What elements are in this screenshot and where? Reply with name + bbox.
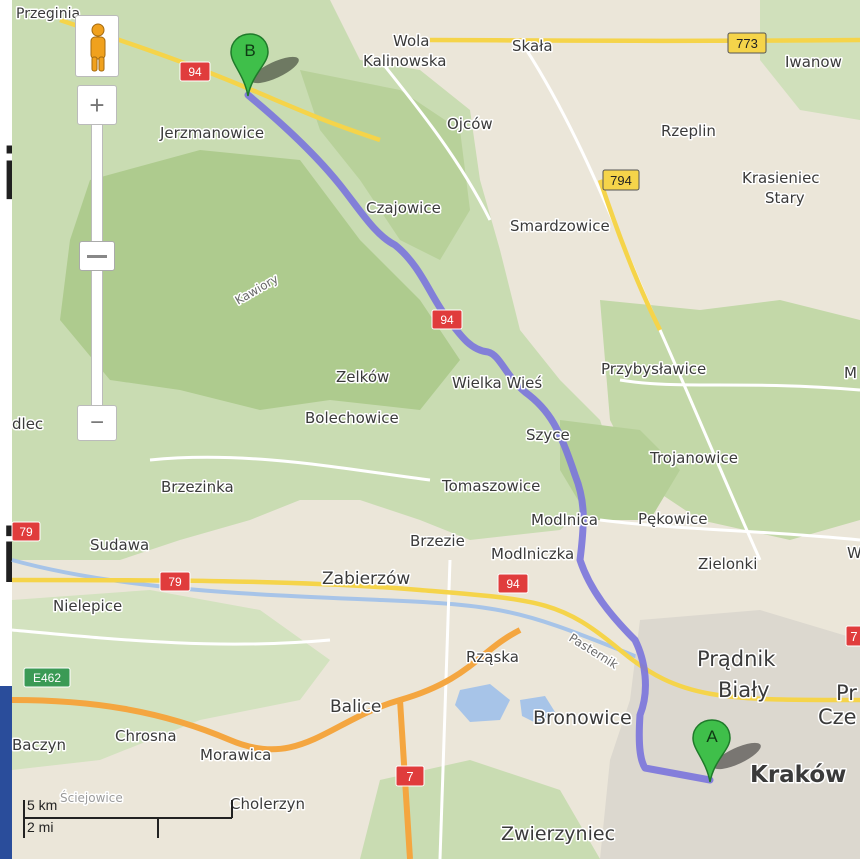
place-label: Zelków <box>336 368 389 386</box>
road-shields: 773 94 794 94 79 79 <box>11 32 860 787</box>
place-label: Kalinowska <box>363 52 446 70</box>
slider-grip-icon <box>87 254 107 258</box>
zoom-slider-handle[interactable] <box>79 241 115 271</box>
svg-text:7: 7 <box>850 629 857 644</box>
scale-bar-lines <box>23 800 233 838</box>
map-pin-icon: A <box>692 719 761 783</box>
street-view-pegman-button[interactable] <box>75 15 119 77</box>
forest-area <box>560 420 680 520</box>
place-label: Prądnik <box>697 647 776 671</box>
minus-icon: − <box>89 409 104 436</box>
place-label: Smardzowice <box>510 217 610 235</box>
scale-mi-label: 2 mi <box>27 819 53 835</box>
zoom-out-button[interactable]: − <box>77 405 117 441</box>
forest-area <box>760 0 860 120</box>
place-label: Przybysławice <box>601 360 706 378</box>
place-label: Balice <box>330 697 381 717</box>
route-line <box>244 91 714 784</box>
svg-text:94: 94 <box>188 65 202 79</box>
svg-text:94: 94 <box>440 313 454 327</box>
road-shield: 7 <box>395 765 425 787</box>
place-label: Skała <box>512 37 553 55</box>
map-pin-icon: B <box>230 33 299 97</box>
road-shield: 773 <box>727 32 767 54</box>
place-label: Pękowice <box>638 510 708 528</box>
marker-b[interactable]: B <box>230 32 310 102</box>
place-label: Przeginia <box>16 6 80 22</box>
place-label: Modlnica <box>531 511 598 529</box>
place-label: Zwierzyniec <box>501 823 615 845</box>
place-label: Bronowice <box>533 707 632 729</box>
road-shield: 94 <box>179 61 211 82</box>
place-label: Cze <box>818 705 857 729</box>
place-label: Biały <box>718 678 770 702</box>
place-label: Kraków <box>750 762 846 788</box>
place-label: Iwanow <box>785 53 842 71</box>
svg-text:94: 94 <box>506 577 520 591</box>
road-shield: 794 <box>602 169 640 191</box>
pegman-icon <box>90 23 106 72</box>
road-shield: 79 <box>159 571 191 592</box>
place-label: Nielepice <box>53 597 122 615</box>
zoom-control: + − <box>75 15 119 441</box>
road-shield: E462 <box>23 667 71 688</box>
slide-blue-corner <box>0 686 12 859</box>
road-shield: 7 <box>845 625 860 647</box>
place-label: Wola <box>393 32 430 50</box>
place-label: Brzezie <box>410 532 465 550</box>
svg-text:7: 7 <box>406 769 413 784</box>
place-label: Jerzmanowice <box>159 124 264 142</box>
place-label: Ojców <box>447 115 493 133</box>
place-label: Sudawa <box>90 536 149 554</box>
plus-icon: + <box>89 89 105 120</box>
place-label: M <box>844 364 857 382</box>
svg-text:E462: E462 <box>33 671 61 685</box>
place-label: Stary <box>765 189 805 207</box>
place-label: Brzezinka <box>161 478 234 496</box>
place-label: Modlniczka <box>491 545 574 563</box>
lake <box>455 684 510 722</box>
place-labels: Przeginia Wola Kalinowska Skała Iwanow J… <box>11 5 860 847</box>
place-label: Szyce <box>526 426 570 444</box>
place-label: Zabierzów <box>322 569 410 589</box>
place-label: Rząska <box>466 648 519 666</box>
road-shield: 79 <box>11 521 41 542</box>
road-shield: 94 <box>431 309 463 330</box>
lake <box>520 696 555 724</box>
place-label: Baczyn <box>12 736 66 754</box>
marker-a[interactable]: A <box>692 718 772 788</box>
scale-bar: 5 km 2 mi <box>23 797 233 838</box>
scale-km-label: 5 km <box>27 797 57 813</box>
place-label: dlec <box>12 415 43 433</box>
forest-area <box>300 70 470 260</box>
place-label: Chrosna <box>115 727 177 745</box>
place-label: Morawica <box>200 746 271 764</box>
place-label: Rzeplin <box>661 122 716 140</box>
forest-area <box>12 590 330 770</box>
place-label: Ściejowice <box>60 790 123 805</box>
svg-text:B: B <box>244 41 255 60</box>
place-label: Krasieniec <box>742 169 820 187</box>
forest-area <box>60 150 460 410</box>
place-label: Wielka Wieś <box>452 374 542 392</box>
place-label: Bolechowice <box>305 409 399 427</box>
place-label: W <box>847 544 860 562</box>
svg-text:A: A <box>706 727 718 746</box>
forest-areas <box>12 0 860 859</box>
road-shield: 94 <box>497 573 529 594</box>
place-label: Zielonki <box>698 555 757 573</box>
svg-text:79: 79 <box>168 575 182 589</box>
zoom-in-button[interactable]: + <box>77 85 117 125</box>
place-label: Trojanowice <box>649 449 738 467</box>
svg-text:773: 773 <box>736 36 758 51</box>
svg-text:79: 79 <box>19 525 33 539</box>
place-label: Cholerzyn <box>230 795 305 813</box>
place-label: Czajowice <box>366 199 441 217</box>
svg-text:794: 794 <box>610 173 632 188</box>
place-label: Tomaszowice <box>441 477 540 495</box>
place-label: Pr <box>836 681 857 705</box>
